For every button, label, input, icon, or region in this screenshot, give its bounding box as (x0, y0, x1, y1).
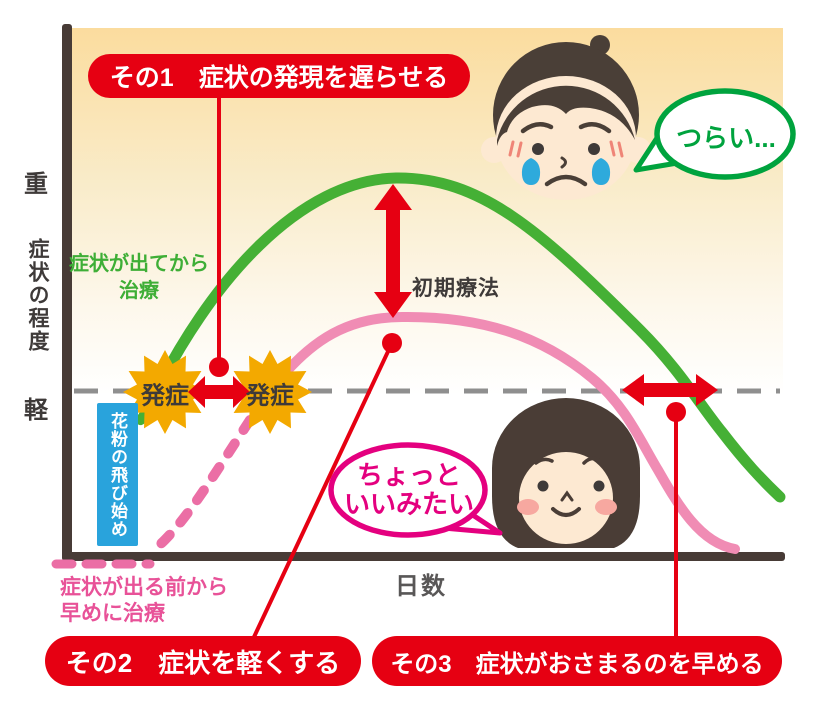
tear-right (591, 158, 611, 185)
onset-shift-dot (209, 357, 229, 377)
girl-speech-text: ちょっと いいみたい (333, 461, 485, 518)
pink-curve-label: 症状が出る前から 早めに治療 (60, 575, 228, 626)
pollen-start-label: 花粉の飛び始め (97, 403, 138, 546)
x-axis-line (62, 552, 785, 561)
boy-speech-text: つらい... (676, 123, 776, 153)
girl-speech-line2: いいみたい (343, 488, 474, 519)
green-curve-treat-after-symptoms (144, 172, 786, 503)
girl-face-illustration (492, 398, 640, 548)
onset-shift-arrow (188, 376, 250, 408)
pink-curve-label-line2: 早めに治療 (60, 601, 165, 625)
pink-curve-treat-early (257, 311, 740, 554)
onset-label-left: 発症 (141, 382, 189, 410)
pink-curve-label-line1: 症状が出る前から (60, 576, 228, 599)
pink-curve-dashed-tail (151, 415, 255, 553)
girl-speech-bubble (328, 442, 503, 538)
y-axis-line (62, 24, 72, 560)
girl-face (519, 452, 613, 544)
green-curve-label-line1: 症状が出てから (69, 253, 209, 275)
onset-label-right: 発症 (246, 382, 294, 410)
girl-speech-line1: ちょっと (356, 460, 461, 490)
banner-step2: その2 症状を軽くする (45, 636, 361, 686)
initial-therapy-label: 初期療法 (412, 277, 500, 300)
x-axis-title: 日数 (395, 573, 447, 600)
banner-step1: その1 症状の発現を遅らせる (88, 54, 470, 98)
green-curve-label: 症状が出てから 治療 (64, 251, 214, 305)
banner-step3: その3 症状がおさまるのを早める (372, 636, 782, 686)
y-axis-mild-label: 軽 (24, 397, 48, 424)
duration-shortening-arrow (622, 374, 718, 406)
red-connectors (209, 97, 686, 638)
y-axis-severe-label: 重 (24, 171, 48, 198)
tear-left (521, 158, 541, 185)
y-axis-title: 症状の程度 (26, 238, 49, 353)
boy-speech-bubble (633, 88, 796, 180)
severity-reduction-arrow (374, 184, 412, 318)
green-curve-label-line2: 治療 (119, 280, 159, 302)
boy-face-illustration (481, 35, 651, 200)
